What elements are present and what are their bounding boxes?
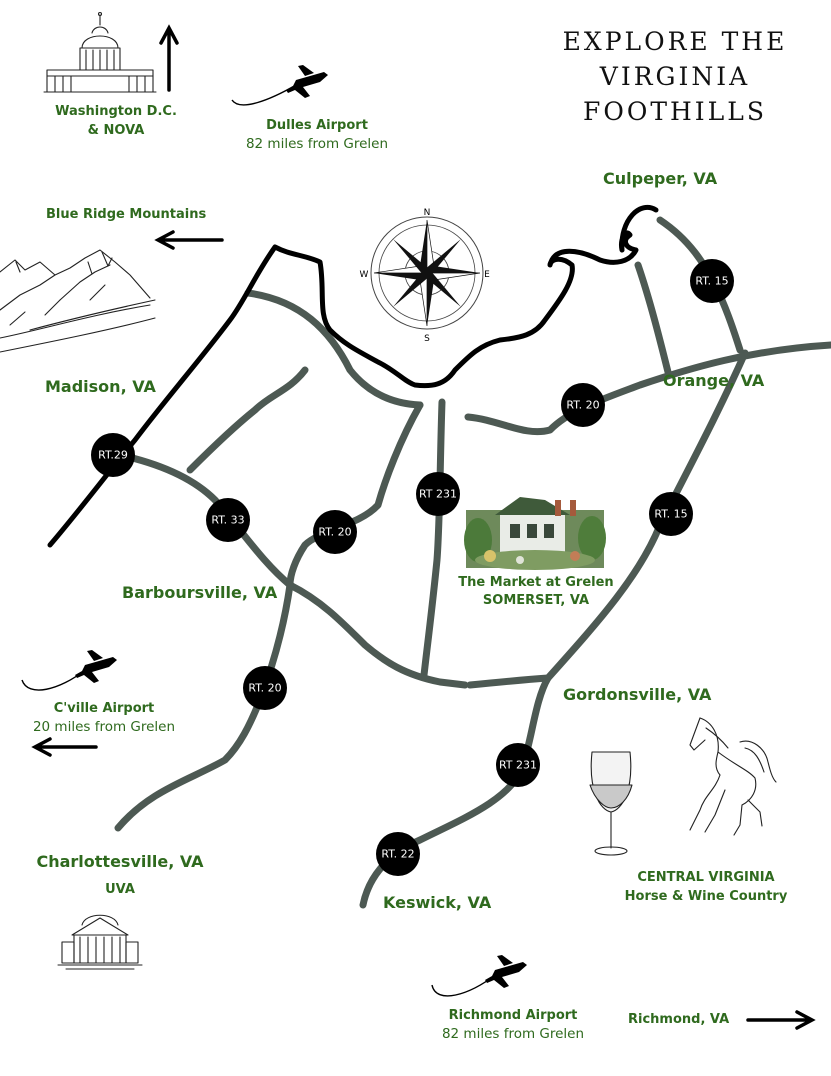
svg-text:RT 231: RT 231 bbox=[419, 488, 457, 501]
mountains-icon bbox=[0, 249, 156, 353]
washington-label: Washington D.C. & NOVA bbox=[55, 102, 177, 140]
west-arrow-icon bbox=[154, 230, 224, 250]
capitol-icon bbox=[43, 11, 157, 93]
dulles-airport-name: Dulles Airport bbox=[266, 118, 368, 133]
airplane-icon bbox=[231, 65, 328, 106]
west-arrow-icon bbox=[31, 737, 98, 757]
market-illustration bbox=[464, 497, 606, 570]
route-marker-rt231-south[interactable]: RT 231 bbox=[496, 743, 540, 787]
horse-wine-label-line1: CENTRAL VIRGINIA bbox=[637, 870, 775, 885]
rotunda-icon bbox=[57, 914, 143, 970]
route-marker-rt20-center[interactable]: RT. 20 bbox=[313, 510, 357, 554]
wine-glass-icon bbox=[589, 751, 633, 856]
route-markers: RT. 15 RT. 20 RT.29 RT. 33 RT. 20 RT 231… bbox=[91, 259, 734, 876]
richmond-airport-name: Richmond Airport bbox=[448, 1008, 578, 1023]
svg-text:RT. 22: RT. 22 bbox=[381, 848, 414, 861]
market-label-line2: SOMERSET, VA bbox=[482, 593, 590, 608]
road-network bbox=[114, 216, 831, 909]
route-marker-rt231-north[interactable]: RT 231 bbox=[416, 472, 460, 516]
horse-wine-label: CENTRAL VIRGINIA Horse & Wine Country bbox=[625, 868, 788, 906]
gordonsville-label: Gordonsville, VA bbox=[563, 685, 712, 704]
horse-icon bbox=[689, 717, 777, 836]
airplane-icon bbox=[431, 955, 527, 997]
dulles-airport-distance: 82 miles from Grelen bbox=[245, 136, 389, 152]
route-marker-rt15-north[interactable]: RT. 15 bbox=[690, 259, 734, 303]
compass-w: W bbox=[360, 270, 369, 280]
washington-label-line1: Washington D.C. bbox=[55, 104, 177, 119]
route-marker-rt20-orange[interactable]: RT. 20 bbox=[561, 383, 605, 427]
svg-text:RT. 20: RT. 20 bbox=[566, 399, 599, 412]
cville-airport-distance: 20 miles from Grelen bbox=[32, 719, 176, 735]
horse-wine-label-line2: Horse & Wine Country bbox=[624, 889, 788, 904]
east-arrow-icon bbox=[746, 1010, 816, 1030]
route-marker-rt33[interactable]: RT. 33 bbox=[206, 498, 250, 542]
charlottesville-label-line2: UVA bbox=[105, 882, 135, 897]
route-marker-rt20-south[interactable]: RT. 20 bbox=[243, 666, 287, 710]
airplane-icon bbox=[21, 650, 117, 691]
barboursville-label: Barboursville, VA bbox=[122, 583, 278, 602]
richmond-airport-distance: 82 miles from Grelen bbox=[441, 1026, 585, 1042]
svg-text:RT. 20: RT. 20 bbox=[318, 526, 351, 539]
charlottesville-label: Charlottesville, VA UVA bbox=[36, 848, 203, 904]
svg-text:RT. 15: RT. 15 bbox=[695, 275, 728, 288]
keswick-label: Keswick, VA bbox=[383, 893, 492, 912]
svg-text:RT. 20: RT. 20 bbox=[248, 682, 281, 695]
compass-e: E bbox=[484, 270, 490, 280]
route-marker-rt29[interactable]: RT.29 bbox=[91, 433, 135, 477]
culpeper-label: Culpeper, VA bbox=[603, 169, 718, 188]
charlottesville-label-line1: Charlottesville, VA bbox=[36, 852, 204, 871]
blue-ridge-label: Blue Ridge Mountains bbox=[46, 207, 207, 222]
title-line-2: VIRGINIA bbox=[599, 62, 751, 91]
market-label: The Market at Grelen SOMERSET, VA bbox=[458, 574, 613, 610]
svg-text:RT. 33: RT. 33 bbox=[211, 514, 244, 527]
map-title: EXPLORE THE VIRGINIA FOOTHILLS bbox=[520, 24, 830, 129]
market-label-line1: The Market at Grelen bbox=[458, 575, 614, 590]
north-arrow-icon bbox=[159, 24, 179, 92]
compass-n: N bbox=[424, 208, 431, 218]
route-marker-rt22[interactable]: RT. 22 bbox=[376, 832, 420, 876]
richmond-label: Richmond, VA bbox=[628, 1012, 730, 1027]
route-marker-rt15-south[interactable]: RT. 15 bbox=[649, 492, 693, 536]
title-line-1: EXPLORE THE bbox=[562, 27, 788, 56]
svg-text:RT 231: RT 231 bbox=[499, 759, 537, 772]
madison-label: Madison, VA bbox=[45, 377, 156, 396]
compass-s: S bbox=[424, 334, 430, 344]
svg-text:RT. 15: RT. 15 bbox=[654, 508, 687, 521]
title-line-3: FOOTHILLS bbox=[582, 97, 768, 126]
orange-label: Orange, VA bbox=[663, 371, 765, 390]
svg-text:RT.29: RT.29 bbox=[98, 449, 128, 462]
compass-rose-icon: N E S W bbox=[360, 208, 491, 344]
cville-airport-name: C'ville Airport bbox=[53, 701, 155, 716]
rt29-highway bbox=[47, 205, 659, 548]
washington-label-line2: & NOVA bbox=[87, 123, 145, 138]
